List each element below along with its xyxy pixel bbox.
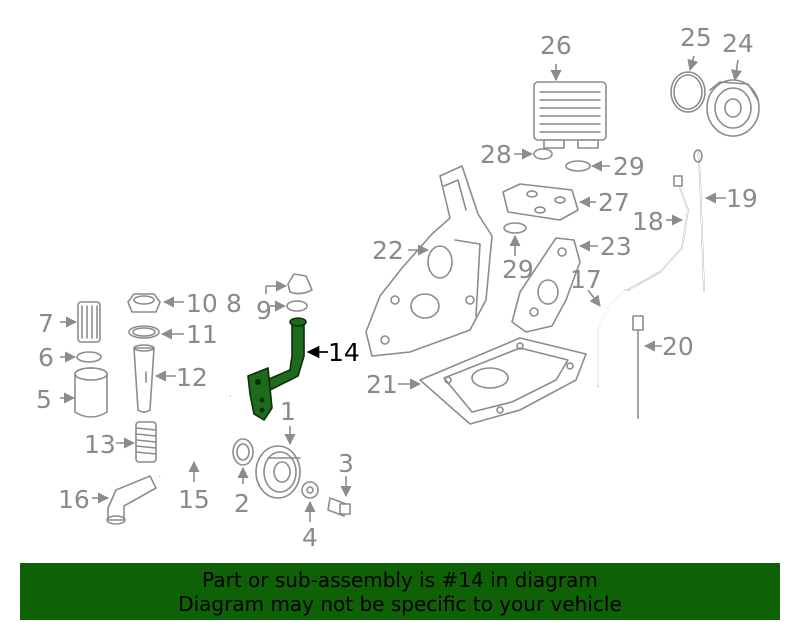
callout-5: 5 — [36, 385, 52, 414]
callout-16: 16 — [58, 485, 90, 514]
part-24-cover — [706, 59, 760, 137]
callout-14: 14 — [328, 338, 360, 367]
part-9-seal — [270, 300, 308, 312]
part-25-seal-ring — [670, 55, 706, 113]
part-26-oil-cooler — [533, 64, 607, 149]
part-13-spring — [116, 421, 157, 463]
callout-21: 21 — [366, 370, 398, 399]
part-18-dipstick — [627, 175, 689, 291]
callout-17: 17 — [570, 265, 602, 294]
part-21-oil-pan — [398, 337, 587, 425]
callout-6: 6 — [38, 343, 54, 372]
callout-3: 3 — [338, 449, 354, 478]
part-8-cap — [265, 273, 313, 295]
callout-20: 20 — [662, 332, 694, 361]
callout-23: 23 — [600, 232, 632, 261]
part-19-dipstick — [693, 149, 726, 291]
part-23-pump-housing — [511, 237, 598, 333]
callout-24: 24 — [722, 29, 754, 58]
part-28-seal — [514, 148, 553, 160]
part-27-adapter-plate — [502, 183, 596, 221]
callout-28: 28 — [480, 140, 512, 169]
part-1-pulley — [255, 426, 301, 499]
callout-25: 25 — [680, 23, 712, 52]
part-10-cap — [127, 293, 184, 313]
part-15-hose — [156, 387, 233, 482]
callout-2: 2 — [234, 489, 250, 518]
part-22-engine-cover — [365, 165, 493, 357]
callout-4: 4 — [302, 523, 318, 552]
callout-7: 7 — [38, 309, 54, 338]
part-20-sensor — [632, 315, 662, 419]
part-12-tube — [133, 344, 176, 413]
callout-12: 12 — [176, 363, 208, 392]
part-17-dipstick-tube — [587, 289, 626, 387]
part-11-seal — [128, 325, 184, 340]
part-2-seal — [232, 438, 254, 484]
part-5-filter-housing — [60, 367, 108, 418]
callout-10: 10 — [186, 289, 218, 318]
callout-26: 26 — [540, 31, 572, 60]
callout-18: 18 — [632, 207, 664, 236]
callout-15: 15 — [178, 485, 210, 514]
info-banner: Part or sub-assembly is #14 in diagram D… — [20, 563, 780, 620]
part-7-filter-element — [60, 301, 101, 343]
callout-11: 11 — [186, 320, 218, 349]
callout-9: 9 — [256, 296, 272, 325]
part-14-oil-pipe-highlighted — [247, 317, 328, 421]
part-3-bolt — [327, 476, 352, 517]
callout-13: 13 — [84, 430, 116, 459]
callout-1: 1 — [280, 397, 296, 426]
part-29-seal-b — [503, 222, 527, 256]
part-16-elbow-pipe — [92, 475, 157, 525]
parts-diagram: 26 25 24 28 29 27 29 — [36, 23, 760, 552]
banner-line-part: Part or sub-assembly is #14 in diagram — [202, 567, 598, 592]
banner-line-disclaimer: Diagram may not be specific to your vehi… — [178, 591, 622, 616]
callout-27: 27 — [598, 188, 630, 217]
callout-19: 19 — [726, 184, 758, 213]
callout-29a: 29 — [613, 152, 645, 181]
callout-8: 8 — [226, 289, 242, 318]
callout-22: 22 — [372, 236, 404, 265]
part-29-seal-a — [565, 160, 610, 172]
part-6-o-ring — [60, 351, 102, 363]
part-4-washer — [301, 481, 319, 522]
